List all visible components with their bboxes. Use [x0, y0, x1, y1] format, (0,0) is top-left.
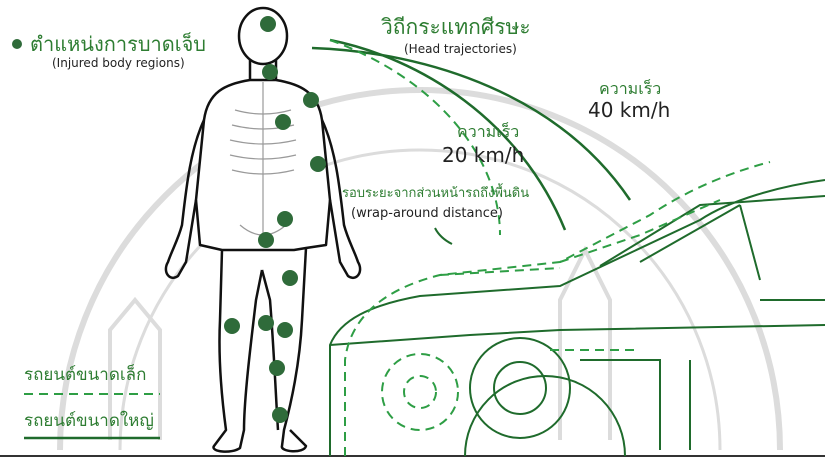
speed-high-value: 40 km/h: [588, 100, 670, 120]
large-car-legend-label: รถยนต์ขนาดใหญ่: [24, 413, 154, 430]
head: [239, 8, 287, 64]
injury-dot-chest: [275, 114, 291, 130]
injury-legend-subtitle: (Injured body regions): [52, 57, 185, 69]
wrap-around-title: รอบระยะจากส่วนหน้ารถถึงพื้นดิน: [342, 187, 529, 200]
wrap-around-arrow: [435, 228, 452, 244]
trajectory-20kmh: [330, 40, 565, 230]
injury-dot-shin: [269, 360, 285, 376]
injury-dot-pelvis-1: [277, 211, 293, 227]
injury-dots: [12, 16, 326, 423]
injury-dot-knee-left: [224, 318, 240, 334]
injury-dot-knee-right: [277, 322, 293, 338]
small-car-legend-label: รถยนต์ขนาดเล็ก: [24, 367, 146, 384]
large-car-outline: [330, 180, 825, 456]
speed-high-label: ความเร็ว: [599, 81, 661, 97]
injury-dot-neck: [262, 64, 278, 80]
injury-dot-head: [260, 16, 276, 32]
injury-dot-pelvis-2: [258, 232, 274, 248]
watermark-seal: [60, 90, 780, 450]
head-trajectory-subtitle: (Head trajectories): [404, 43, 517, 55]
injury-dot-thigh: [282, 270, 298, 286]
injury-dot-shoulder: [303, 92, 319, 108]
speed-low-label: ความเร็ว: [457, 124, 519, 140]
head-trajectory-title: วิถีกระแทกศีรษะ: [381, 17, 531, 38]
injury-dot-ankle: [272, 407, 288, 423]
injury-dot-arm: [310, 156, 326, 172]
speed-low-value: 20 km/h: [442, 145, 524, 165]
injury-dot-knee-center: [258, 315, 274, 331]
left-leg: [214, 250, 262, 452]
injury-legend-title: ตำแหน่งการบาดเจ็บ: [30, 34, 206, 54]
legend-dot: [12, 39, 22, 49]
wrap-around-subtitle: (wrap-around distance): [351, 207, 503, 220]
